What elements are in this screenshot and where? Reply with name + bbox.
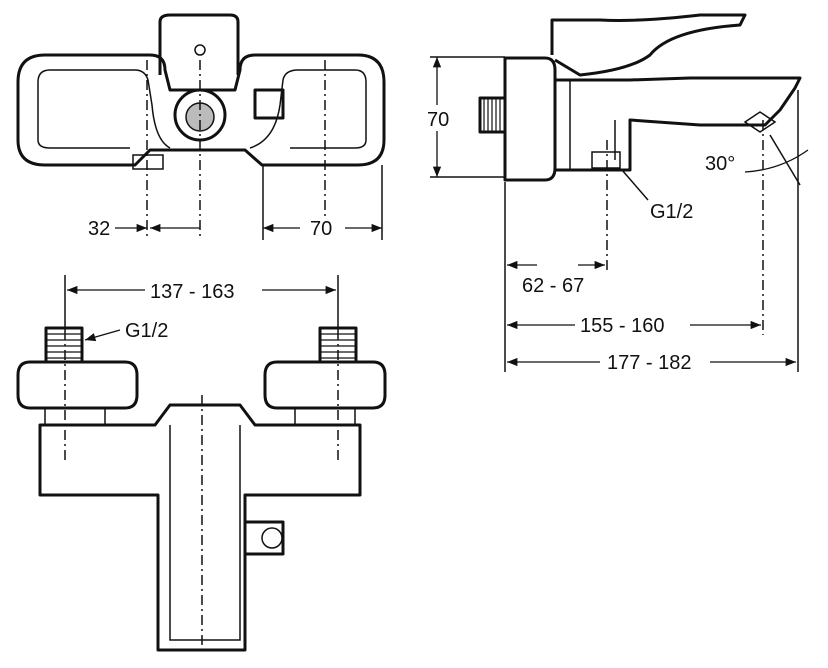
side-thread-label: G1/2 xyxy=(650,201,693,223)
dim-177-182-label: 177 - 182 xyxy=(607,352,692,374)
dim-height-70-label: 70 xyxy=(427,109,449,131)
dim-155-160-label: 155 - 160 xyxy=(580,315,665,337)
dim-32-label: 32 xyxy=(88,218,110,240)
front-thread-label: G1/2 xyxy=(125,320,168,342)
front-view: 137 - 163 G1/2 xyxy=(16,275,387,652)
angle-label: 30° xyxy=(705,153,735,175)
dim-137-163-label: 137 - 163 xyxy=(150,281,235,303)
side-view: 70 30° G1/2 62 - 67 155 - 160 177 - 182 xyxy=(425,13,809,374)
dim-62-67-label: 62 - 67 xyxy=(522,275,584,297)
dim-70-label: 70 xyxy=(310,218,332,240)
top-view: 32 70 xyxy=(16,13,386,240)
